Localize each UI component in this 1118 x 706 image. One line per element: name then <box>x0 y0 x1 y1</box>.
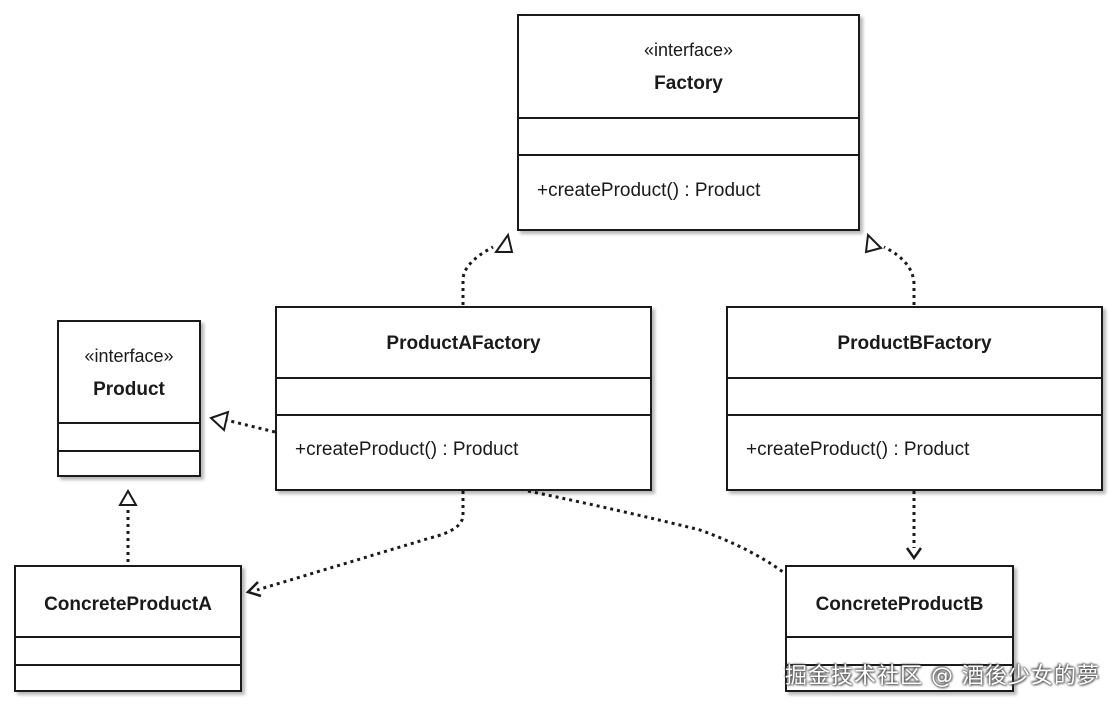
dependency-arrowhead-concrete-a <box>245 581 262 598</box>
product-b-factory-class-name: ProductBFactory <box>837 333 992 354</box>
realization-arrowhead-product-bottom <box>118 488 138 506</box>
concrete-product-a-class[interactable]: ConcreteProductA <box>14 565 242 692</box>
dependency-a-factory-to-concrete-a <box>256 491 465 592</box>
realization-a-factory-to-factory <box>461 245 494 305</box>
product-operations-section <box>59 450 199 475</box>
factory-operations-section: +createProduct() : Product <box>519 154 858 229</box>
factory-method: +createProduct() : Product <box>537 180 761 201</box>
factory-attributes-section <box>519 117 858 154</box>
product-a-factory-class[interactable]: ProductAFactory +createProduct() : Produ… <box>275 306 652 491</box>
product-a-factory-operations-section: +createProduct() : Product <box>277 414 650 489</box>
realization-arrowhead-product-right <box>209 410 230 432</box>
concrete-product-a-class-name: ConcreteProductA <box>44 594 212 615</box>
concrete-product-a-attributes-section <box>16 636 240 664</box>
dependency-arrowhead-concrete-b <box>905 547 923 561</box>
realization-arrowhead-factory-left <box>494 232 514 253</box>
product-stereotype: «interface» <box>84 346 174 366</box>
concrete-product-b-operations-section <box>787 664 1012 690</box>
product-b-factory-operations-section: +createProduct() : Product <box>728 414 1101 489</box>
product-b-factory-attributes-section <box>728 377 1101 414</box>
association-a-factory-to-concrete-b <box>527 489 784 574</box>
realization-a-factory-to-product <box>225 418 276 434</box>
concrete-product-b-class-name: ConcreteProductB <box>815 594 984 615</box>
product-a-factory-class-name: ProductAFactory <box>386 333 541 354</box>
factory-interface-class[interactable]: «interface» Factory +createProduct() : P… <box>517 14 860 231</box>
realization-arrowhead-factory-right <box>864 232 883 254</box>
product-class-name: Product <box>93 379 165 400</box>
product-a-factory-attributes-section <box>277 377 650 414</box>
concrete-product-b-class[interactable]: ConcreteProductB <box>785 565 1014 692</box>
product-a-factory-method: +createProduct() : Product <box>295 439 519 460</box>
factory-class-name: Factory <box>654 73 723 94</box>
product-interface-class[interactable]: «interface» Product <box>57 320 201 477</box>
factory-stereotype: «interface» <box>643 40 734 60</box>
concrete-product-b-attributes-section <box>787 636 1012 664</box>
watermark: 掘金技术社区 @ 酒後少女的夢 <box>785 664 1100 689</box>
product-b-factory-method: +createProduct() : Product <box>746 439 970 460</box>
concrete-product-a-operations-section <box>16 664 240 690</box>
product-b-factory-class[interactable]: ProductBFactory +createProduct() : Produ… <box>726 306 1103 491</box>
realization-b-factory-to-factory <box>883 245 916 305</box>
product-attributes-section <box>59 422 199 450</box>
